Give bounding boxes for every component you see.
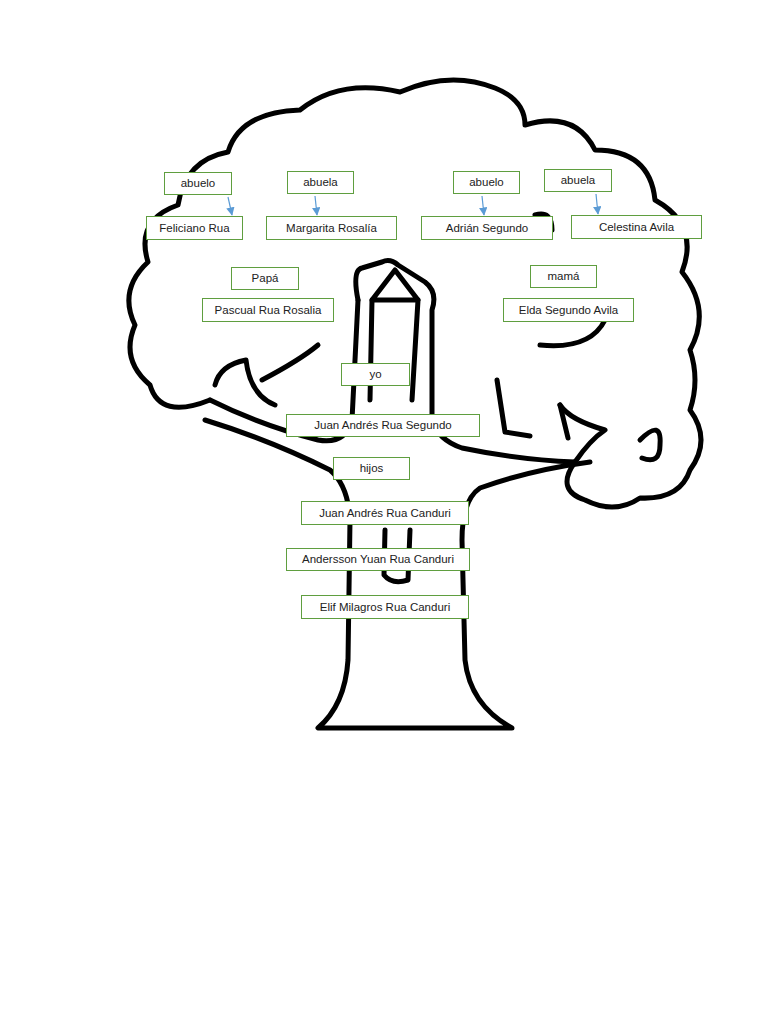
- tree-branch: [560, 405, 568, 438]
- node-text: abuelo: [469, 176, 504, 189]
- node-text: hijos: [360, 462, 384, 475]
- relation-label-box: mamá: [530, 265, 597, 288]
- node-text: Margarita Rosalía: [286, 222, 377, 235]
- relation-label-box: yo: [341, 363, 410, 386]
- node-text: abuela: [561, 174, 596, 187]
- tree-trunk-detail: [372, 270, 418, 300]
- arrow-connector: [315, 196, 317, 215]
- node-text: Juan Andrés Rua Canduri: [319, 507, 451, 520]
- tree-crown-puff: [560, 405, 605, 462]
- node-text: Elif Milagros Rua Canduri: [320, 601, 450, 614]
- name-box: Celestina Avila: [571, 215, 702, 239]
- name-box: Andersson Yuan Rua Canduri: [286, 548, 470, 571]
- relation-label-box: abuelo: [164, 172, 232, 195]
- tree-branch: [497, 380, 530, 436]
- tree-crown-detail: [540, 320, 605, 346]
- name-box: Elda Segundo Avila: [503, 298, 634, 322]
- node-text: mamá: [548, 270, 580, 283]
- tree-branch: [205, 420, 590, 728]
- node-text: Celestina Avila: [599, 221, 674, 234]
- name-box: Adrián Segundo: [421, 216, 553, 240]
- node-text: Adrián Segundo: [446, 222, 528, 235]
- tree-crown-detail: [262, 345, 318, 380]
- relation-label-box: abuela: [287, 171, 354, 194]
- name-box: Elif Milagros Rua Canduri: [301, 595, 469, 619]
- node-text: Elda Segundo Avila: [519, 304, 619, 317]
- tree-crown: [129, 80, 701, 507]
- name-box: Juan Andrés Rua Segundo: [286, 414, 480, 437]
- relation-label-box: abuela: [544, 169, 612, 192]
- arrow-connector: [596, 194, 598, 214]
- arrow-connector: [482, 196, 484, 215]
- node-text: abuelo: [181, 177, 216, 190]
- name-box: Feliciano Rua: [146, 216, 243, 240]
- node-text: abuela: [303, 176, 338, 189]
- name-box: Juan Andrés Rua Canduri: [301, 501, 469, 525]
- tree-crown-detail: [640, 430, 660, 460]
- node-text: Andersson Yuan Rua Canduri: [302, 553, 454, 566]
- node-text: Feliciano Rua: [159, 222, 229, 235]
- node-text: Pascual Rua Rosalia: [215, 304, 322, 317]
- name-box: Margarita Rosalía: [266, 216, 397, 240]
- tree-outline: [129, 80, 701, 728]
- arrow-connector: [228, 197, 232, 215]
- relation-label-box: Papá: [231, 267, 299, 290]
- relation-label-box: hijos: [333, 457, 410, 480]
- relation-label-box: abuelo: [453, 171, 520, 194]
- node-text: Juan Andrés Rua Segundo: [314, 419, 451, 432]
- tree-branch: [215, 360, 275, 405]
- node-text: Papá: [252, 272, 279, 285]
- node-text: yo: [369, 368, 381, 381]
- name-box: Pascual Rua Rosalia: [202, 298, 334, 322]
